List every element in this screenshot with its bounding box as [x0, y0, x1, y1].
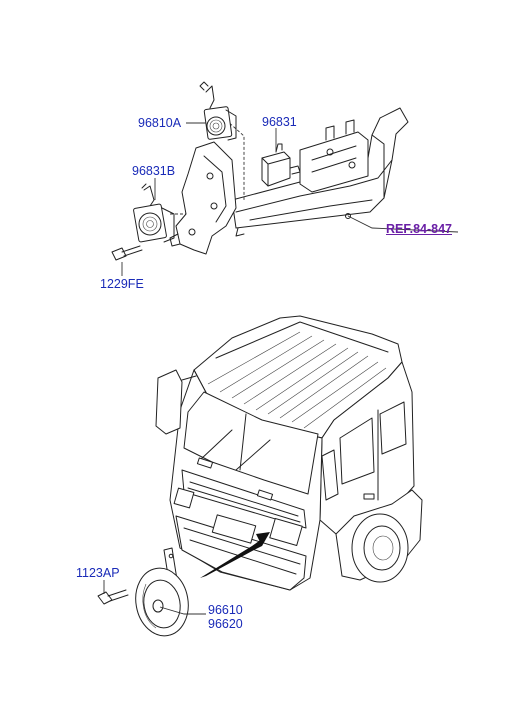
horn-96831B-drawing: [133, 183, 175, 243]
relay-96831-drawing: [261, 143, 301, 187]
bolt-1229FE-drawing: [111, 245, 143, 261]
part-label-1123AP[interactable]: 1123AP: [76, 566, 120, 580]
bolt-1123AP-drawing: [97, 589, 129, 605]
part-label-96810A[interactable]: 96810A: [138, 116, 182, 130]
truck-cab-drawing: [155, 315, 423, 591]
part-label-96620[interactable]: 96620: [208, 617, 243, 631]
horn-bracket-drawing: [169, 119, 245, 255]
part-label-96831B[interactable]: 96831B: [132, 164, 176, 178]
reference-label[interactable]: REF.84-847: [386, 222, 453, 236]
part-label-1229FE[interactable]: 1229FE: [100, 277, 144, 291]
lower-leader-lines: [103, 580, 206, 615]
part-label-96831[interactable]: 96831: [262, 115, 297, 129]
upper-leader-lines: [121, 122, 459, 276]
part-label-96610[interactable]: 96610: [208, 603, 243, 617]
horn-96810A-drawing: [199, 81, 237, 141]
horn-96610-drawing: [135, 547, 189, 637]
frame-rail-drawing: [231, 107, 409, 237]
